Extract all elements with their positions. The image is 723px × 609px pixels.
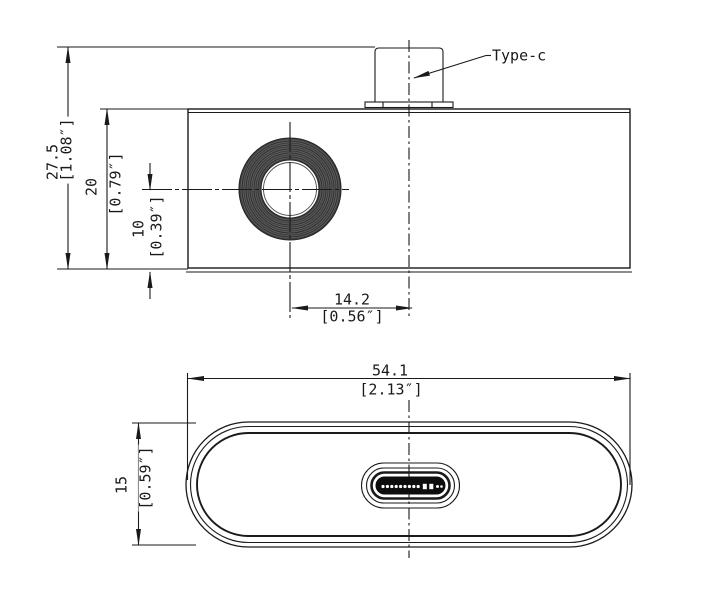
side-view (57, 40, 632, 318)
dim-overall-length-mm: 54.1 (371, 361, 409, 380)
usb-c-pins (381, 483, 443, 490)
dim-depth-mm: 15 (112, 475, 131, 495)
typec-label: Type-c (492, 46, 547, 65)
usb-c-port-icon (360, 462, 461, 509)
dim-depth-inch: [0.59″] (136, 444, 155, 512)
dim-lens-to-port-mm: 14.2 (333, 290, 371, 309)
dim-body-height-mm: 20 (82, 177, 101, 197)
dim-overall-height-inch: [1.08″] (57, 116, 76, 184)
typec-leader-line (413, 54, 487, 79)
dim-lens-to-port-inch: [0.56″] (320, 307, 384, 326)
dim-body-height-inch: [0.79″] (106, 150, 125, 218)
dim-lens-offset-inch: [0.39″] (147, 193, 166, 261)
bottom-view (132, 373, 633, 558)
dim-overall-length-inch: [2.13″] (359, 380, 423, 399)
dim-lens-offset-mm: 10 (129, 219, 148, 239)
